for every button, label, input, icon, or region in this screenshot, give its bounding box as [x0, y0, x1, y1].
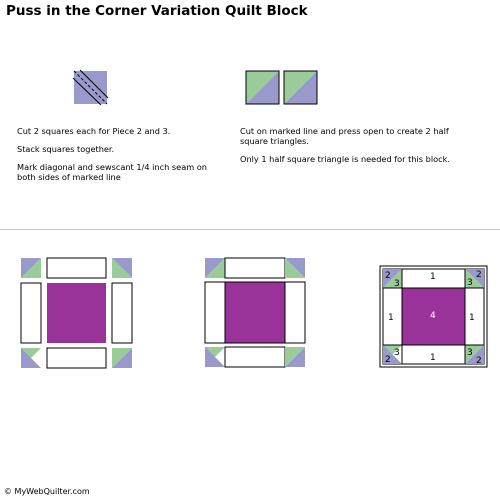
label-br-2: 2 [476, 356, 482, 366]
step1-line1: Cut 2 squares each for Piece 2 and 3. [17, 126, 171, 136]
step2-line1: Cut on marked line and press open to cre… [240, 126, 449, 146]
step1-line2: Stack squares together. [17, 144, 115, 154]
corner-tr [112, 258, 132, 278]
label-tr-3: 3 [467, 278, 473, 288]
corner-br [112, 348, 132, 368]
step1-line3: Mark diagonal and sewscant 1/4 inch seam… [17, 162, 207, 182]
hst-left [245, 70, 280, 105]
assembly-rows [204, 257, 306, 368]
page-title: Puss in the Corner Variation Quilt Block [6, 3, 308, 19]
hst-right [283, 70, 318, 105]
rect-left [20, 282, 42, 344]
label-right-1: 1 [469, 313, 475, 323]
half-square-triangles [245, 70, 318, 105]
stacked-square-diagram [72, 69, 109, 106]
row-top [205, 257, 305, 279]
step2-instructions: Cut on marked line and press open to cre… [240, 126, 465, 172]
copyright-footer: © MyWebQuilter.com [4, 487, 90, 496]
label-center-4: 4 [430, 311, 436, 321]
row-bottom [205, 346, 305, 368]
seam-line-lower [72, 77, 102, 106]
marked-diagonal [73, 70, 108, 105]
seam-line-upper [79, 69, 109, 99]
assembly-exploded [20, 257, 133, 369]
label-tl-2: 2 [385, 271, 391, 281]
label-br-3: 3 [467, 348, 473, 358]
corner-tl [21, 258, 41, 278]
label-bottom-1: 1 [430, 353, 436, 363]
section-divider [0, 229, 500, 230]
center-square [47, 283, 106, 343]
label-bl-3: 3 [394, 348, 400, 358]
label-left-1: 1 [388, 313, 394, 323]
label-tr-2: 2 [476, 270, 482, 280]
row-middle [204, 281, 306, 344]
label-bl-2: 2 [385, 355, 391, 365]
rect-top [46, 257, 107, 279]
rect-right [111, 282, 133, 344]
label-top-1: 1 [430, 272, 436, 282]
rect-bottom [46, 347, 107, 369]
step2-line2: Only 1 half square triangle is needed fo… [240, 154, 450, 164]
corner-bl [21, 348, 41, 368]
step1-instructions: Cut 2 squares each for Piece 2 and 3. St… [17, 126, 222, 190]
finished-block: 2 3 1 3 2 1 4 1 2 3 1 3 2 [379, 265, 488, 368]
label-tl-3: 3 [394, 279, 400, 289]
